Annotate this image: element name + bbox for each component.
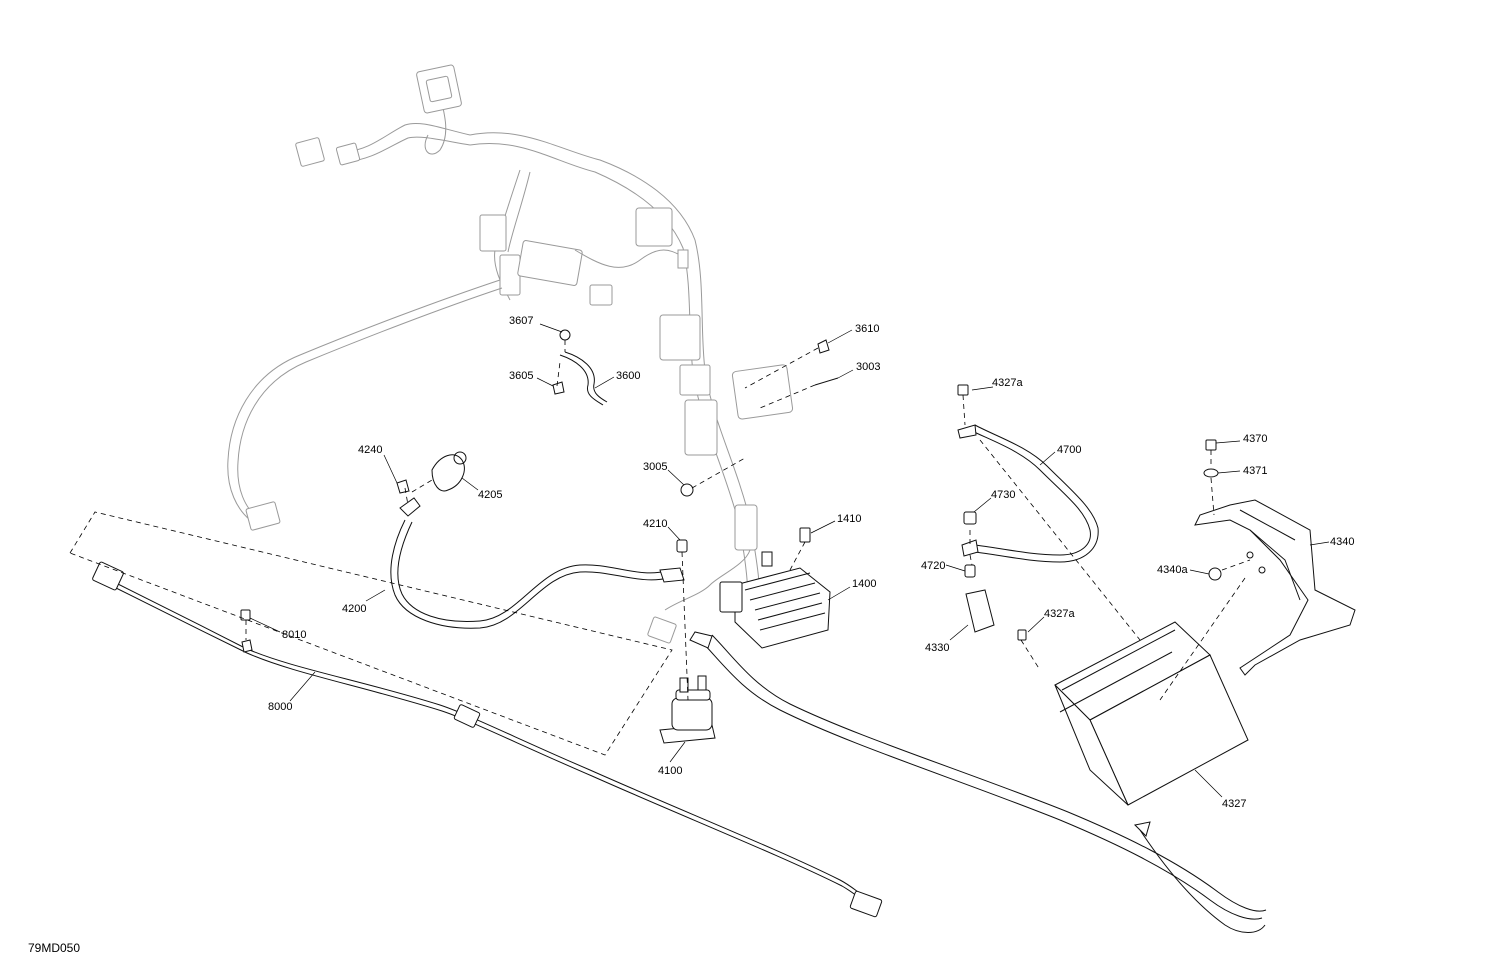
battery-cable-4200	[390, 497, 685, 629]
part-label-3600: 3600	[616, 370, 640, 382]
part-label-4371: 4371	[1243, 465, 1267, 477]
part-label-4327a-top: 4327a	[992, 377, 1023, 389]
sensor-cable-8000	[92, 561, 883, 918]
negative-cable-4700	[957, 424, 1099, 563]
part-label-3605: 3605	[509, 370, 533, 382]
part-label-3607: 3607	[509, 315, 533, 327]
part-label-4330: 4330	[925, 642, 949, 654]
part-label-4327: 4327	[1222, 798, 1246, 810]
rectifier-regulator	[719, 551, 831, 649]
assembly-guide-lines	[69, 340, 1251, 756]
part-label-4205: 4205	[478, 489, 502, 501]
diagram-code: 79MD050	[28, 941, 80, 955]
part-labels: 3607 3610 3605 3600 3003 4327a 4240 4205…	[268, 315, 1354, 810]
leader-lines	[249, 323, 1330, 798]
part-label-4730: 4730	[991, 489, 1015, 501]
hardware-fasteners	[240, 329, 1222, 641]
part-label-1410: 1410	[837, 513, 861, 525]
part-label-4100: 4100	[658, 765, 682, 777]
part-label-4370: 4370	[1243, 433, 1267, 445]
part-label-4240: 4240	[358, 444, 382, 456]
part-label-4720: 4720	[921, 560, 945, 572]
part-label-8000: 8000	[268, 701, 292, 713]
starter-solenoid	[659, 675, 716, 744]
part-label-4340a: 4340a	[1157, 564, 1188, 576]
part-label-4327a-bottom: 4327a	[1044, 608, 1075, 620]
cable-3600	[559, 351, 608, 406]
part-label-4210: 4210	[643, 518, 667, 530]
part-label-3003: 3003	[856, 361, 880, 373]
main-wiring-harness	[227, 64, 794, 644]
part-label-1400: 1400	[852, 578, 876, 590]
part-label-3005: 3005	[643, 461, 667, 473]
battery	[1054, 621, 1249, 806]
part-label-4700: 4700	[1057, 444, 1081, 456]
part-label-4340: 4340	[1330, 536, 1354, 548]
part-label-3610: 3610	[855, 323, 879, 335]
part-label-8010: 8010	[282, 629, 306, 641]
battery-bracket	[1194, 499, 1356, 676]
part-label-4200: 4200	[342, 603, 366, 615]
main-battery-cable	[689, 631, 1267, 933]
